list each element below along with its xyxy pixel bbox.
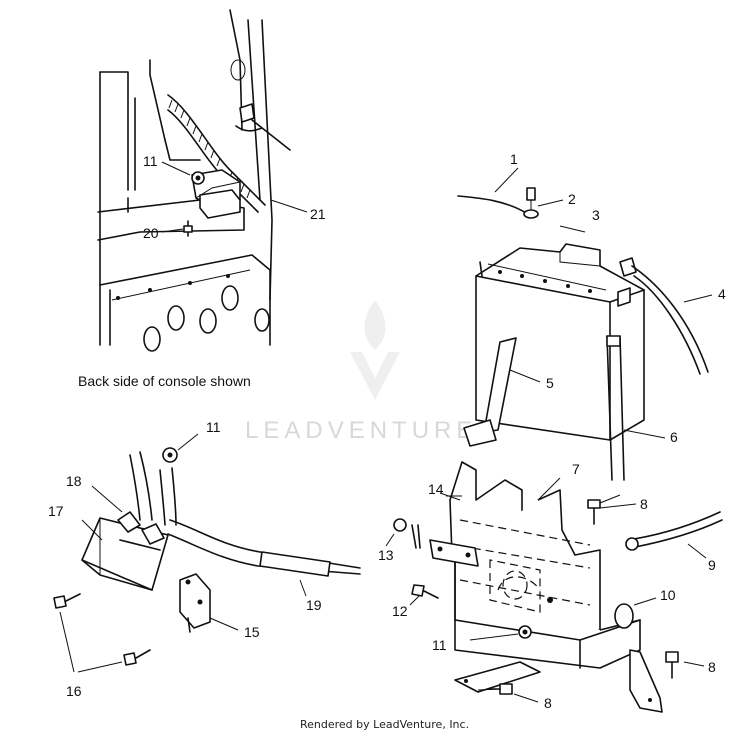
- battery-assembly: [385, 167, 723, 713]
- footer-credit: Rendered by LeadVenture, Inc.: [300, 718, 469, 731]
- callout-8-top: 8: [640, 496, 648, 512]
- callout-19: 19: [306, 597, 322, 613]
- console-caption: Back side of console shown: [78, 373, 251, 389]
- callout-15: 15: [244, 624, 260, 640]
- watermark-text: LEADVENTURE: [245, 417, 477, 444]
- callout-17: 17: [48, 503, 64, 519]
- callout-12: 12: [392, 603, 408, 619]
- relay-wiring-view: [53, 433, 361, 673]
- callout-11-left: 11: [206, 419, 221, 435]
- callout-11-bottom: 11: [432, 637, 447, 653]
- callout-5: 5: [546, 375, 554, 391]
- callout-20: 20: [143, 225, 159, 241]
- console-back-view: [97, 9, 308, 352]
- callout-2: 2: [568, 191, 576, 207]
- callout-13: 13: [378, 547, 394, 563]
- watermark-logo: [350, 300, 400, 400]
- callout-1: 1: [510, 151, 518, 167]
- callout-9: 9: [708, 557, 716, 573]
- callout-10: 10: [660, 587, 676, 603]
- callout-16: 16: [66, 683, 82, 699]
- callout-3: 3: [592, 207, 600, 223]
- callout-18: 18: [66, 473, 82, 489]
- callout-6: 6: [670, 429, 678, 445]
- callout-14: 14: [428, 481, 444, 497]
- callout-8-right: 8: [708, 659, 716, 675]
- callout-4: 4: [718, 286, 726, 302]
- callout-11-top: 11: [143, 153, 158, 169]
- callout-7: 7: [572, 461, 580, 477]
- callout-8-bottom: 8: [544, 695, 552, 711]
- callout-21: 21: [310, 206, 326, 222]
